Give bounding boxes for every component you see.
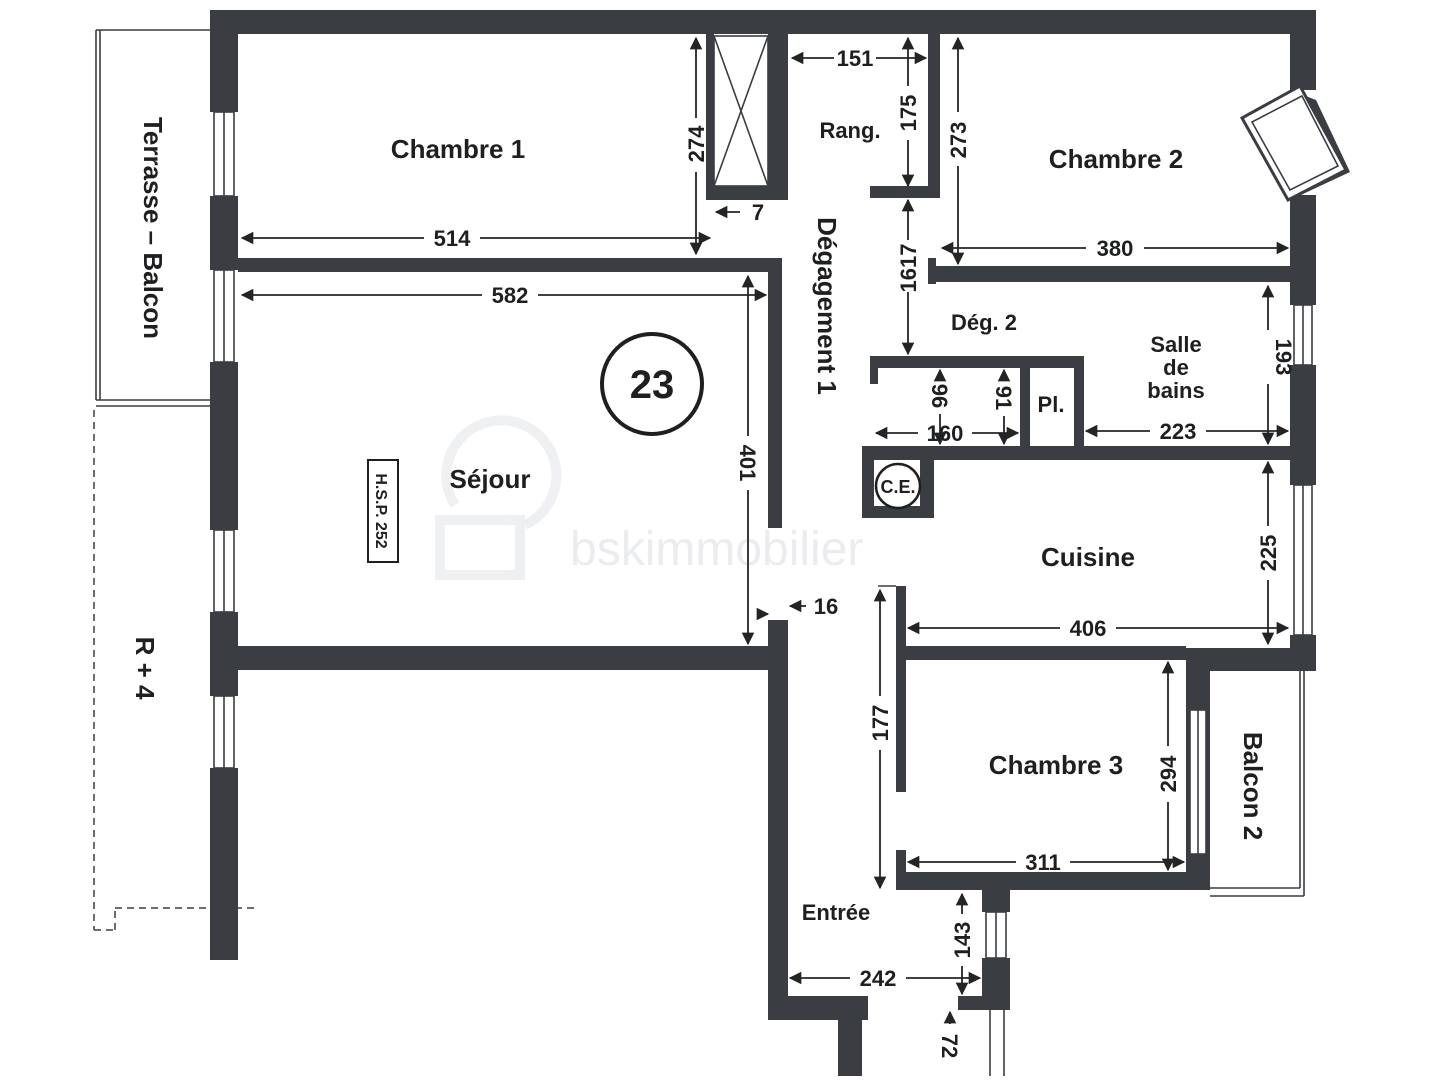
wall-cuisine-bottom [896, 646, 1186, 660]
wall-closet-right [768, 34, 788, 200]
wall-right-3 [1290, 365, 1316, 485]
wall-ch1-sejour-b [712, 258, 782, 272]
dim-160: 160 [927, 421, 964, 446]
wall-entree-right-2 [982, 958, 1010, 1010]
wall-left-2 [210, 196, 238, 270]
wall-right-2 [1290, 195, 1316, 305]
dim-72: 72 [937, 1034, 962, 1058]
watermark: bskimmobilier [435, 415, 863, 580]
dim-151: 151 [837, 46, 874, 71]
lot-badge: 23 [600, 332, 704, 436]
wall-ch3-bottom [896, 872, 1210, 890]
wall-entree-left [768, 620, 788, 1020]
hsp-box: H.S.P. 252 [367, 459, 399, 563]
closet [713, 35, 769, 187]
dim-177: 177 [868, 705, 893, 742]
dim-401: 401 [735, 445, 760, 482]
wall-sdb-stub [870, 356, 878, 384]
label-entree: Entrée [802, 900, 870, 925]
label-degagement1: Dégagement 1 [812, 217, 842, 395]
wall-entree-stub [838, 996, 862, 1076]
wall-sejour-right [768, 258, 782, 528]
wall-right-5 [1186, 648, 1316, 671]
wall-closet-bottom [712, 186, 788, 200]
dim-311: 311 [1025, 850, 1061, 875]
dim-294: 294 [1156, 755, 1181, 792]
bay-window-ch2 [1239, 83, 1350, 202]
label-rang: Rang. [819, 118, 880, 143]
label-deg2: Dég. 2 [951, 310, 1017, 335]
dim-7: 7 [752, 200, 764, 225]
label-sdb-1: Salle [1150, 332, 1201, 357]
dimension-lines: 151 175 273 274 7 514 380 1617 582 [240, 36, 1296, 1058]
lot-number: 23 [630, 363, 675, 407]
dim-582: 582 [492, 283, 529, 308]
wall-ch1-sejour [238, 258, 712, 272]
dim-91: 91 [991, 386, 1016, 410]
wall-left-1 [210, 10, 238, 112]
label-ce: C.E. [880, 477, 915, 497]
wall-ce-bottom [862, 506, 934, 518]
dim-16: 16 [814, 594, 838, 619]
wall-top [210, 10, 1316, 34]
dim-242: 242 [860, 966, 897, 991]
wall-right-1 [1290, 10, 1316, 90]
label-cuisine: Cuisine [1041, 542, 1135, 572]
dim-225: 225 [1256, 535, 1281, 572]
label-pl: Pl. [1038, 392, 1065, 417]
label-balcon2: Balcon 2 [1238, 732, 1268, 840]
label-chambre1: Chambre 1 [391, 134, 525, 164]
label-terrasse: Terrasse – Balcon [138, 117, 168, 339]
dim-273: 273 [946, 122, 971, 159]
dim-175: 175 [896, 95, 921, 132]
windows [213, 83, 1350, 1076]
ce-marker: C.E. [874, 462, 922, 510]
wall-pl-right [1074, 356, 1084, 452]
dim-96: 96 [927, 384, 952, 408]
hsp-label: H.S.P. 252 [372, 473, 389, 548]
wall-sdb-top [870, 356, 1080, 368]
watermark-text: bskimmobilier [570, 523, 863, 576]
dim-380: 380 [1097, 236, 1134, 261]
label-sdb-2: de [1163, 355, 1189, 380]
wall-sejour-bottom [238, 646, 788, 670]
wall-sdb-bottom [862, 446, 1316, 460]
wall-ce-right [920, 446, 934, 516]
wall-pl-left [1020, 356, 1030, 452]
balcon2-outline [1210, 671, 1305, 897]
room-labels: Chambre 1 Chambre 2 Chambre 3 Séjour Cui… [130, 117, 1268, 925]
wall-rang-bottom [870, 186, 940, 198]
dim-223: 223 [1160, 419, 1197, 444]
dim-1617: 1617 [896, 244, 921, 293]
dim-193: 193 [1271, 339, 1296, 376]
dim-406: 406 [1070, 616, 1107, 641]
wall-closet-left [706, 34, 714, 200]
wall-left-4 [210, 612, 238, 696]
dim-143: 143 [950, 922, 975, 959]
wall-left-3 [210, 362, 238, 530]
label-sejour: Séjour [450, 464, 531, 494]
label-chambre2: Chambre 2 [1049, 144, 1183, 174]
wall-ce-left [862, 446, 874, 516]
label-r4: R + 4 [130, 637, 160, 700]
label-chambre3: Chambre 3 [989, 750, 1123, 780]
wall-ch2-bottom [928, 266, 1316, 282]
dim-274: 274 [684, 125, 709, 162]
dim-514: 514 [434, 226, 471, 251]
label-sdb-3: bains [1147, 378, 1204, 403]
wall-ch3-left [896, 586, 906, 792]
wall-entree-right-1 [982, 890, 1010, 912]
wall-ch3-stub [896, 850, 906, 890]
wall-left-5 [210, 768, 238, 960]
terrasse-outline [93, 29, 256, 931]
wall-ch2-left [928, 34, 940, 196]
